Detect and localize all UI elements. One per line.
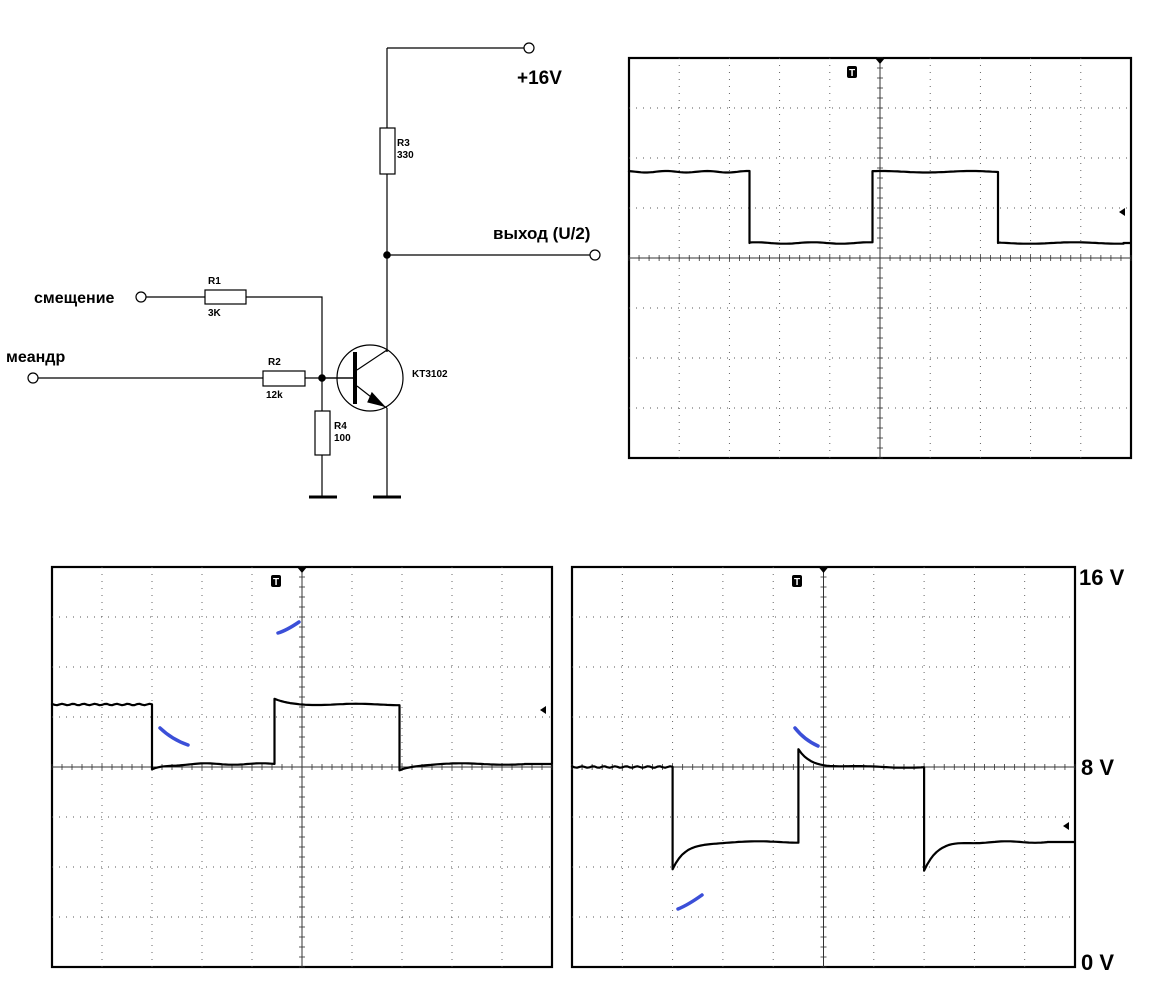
r3-name: R3 [397, 138, 410, 149]
scale-label-16v: 16 V [1079, 565, 1125, 590]
trigger-icon: T [273, 577, 279, 588]
r1-name: R1 [208, 276, 221, 287]
waveform-trace [627, 169, 1131, 245]
scale-label-0v: 0 V [1081, 950, 1114, 975]
annotation-stroke [793, 726, 820, 748]
trigger-icon-box [271, 575, 281, 587]
junction-output [383, 251, 391, 259]
scope-top-right: T [627, 56, 1133, 460]
scope-bottom-right: T [570, 565, 1077, 969]
supply-wire [386, 47, 524, 128]
trigger-icon: T [794, 577, 800, 588]
trigger-icon: T [849, 68, 855, 79]
r1-value: 3K [208, 308, 222, 319]
supply-terminal [523, 42, 535, 54]
schematic [27, 42, 601, 499]
bias-wire [146, 296, 323, 378]
trigger-icon-box [792, 575, 802, 587]
annotation-stroke [676, 893, 704, 911]
resistor-r4 [314, 410, 331, 456]
scope-bottom-left: T [50, 565, 554, 969]
waveform-trace [50, 697, 552, 772]
square-terminal [27, 372, 39, 384]
trigger-icon-box [847, 66, 857, 78]
r4-name: R4 [334, 421, 347, 432]
output-label: выход (U/2) [493, 224, 590, 243]
transistor-label: KT3102 [412, 369, 448, 380]
resistor-r2 [262, 370, 306, 387]
trigger-level-arrow [1063, 822, 1069, 830]
square-label: меандр [6, 349, 65, 366]
resistor-r1 [204, 289, 247, 305]
trigger-position-marker [818, 567, 829, 573]
trigger-position-marker [297, 567, 307, 573]
supply-label: +16V [517, 68, 562, 89]
r4-value: 100 [334, 433, 351, 444]
r2-value: 12k [266, 390, 283, 401]
bias-label: смещение [34, 290, 115, 307]
annotation-stroke [276, 620, 301, 635]
trigger-level-arrow [540, 706, 546, 714]
scale-label-8v: 8 V [1081, 755, 1114, 780]
bias-terminal [135, 291, 147, 303]
waveform-trace [570, 748, 1075, 872]
emitter-arrow [367, 391, 386, 408]
trigger-level-arrow [1119, 208, 1125, 216]
r2-name: R2 [268, 357, 281, 368]
annotation-stroke [158, 726, 190, 747]
trigger-position-marker [875, 58, 885, 64]
r3-value: 330 [397, 150, 414, 161]
output-terminal [589, 249, 601, 261]
resistor-r3 [379, 127, 396, 175]
transistor-collector [356, 348, 388, 371]
